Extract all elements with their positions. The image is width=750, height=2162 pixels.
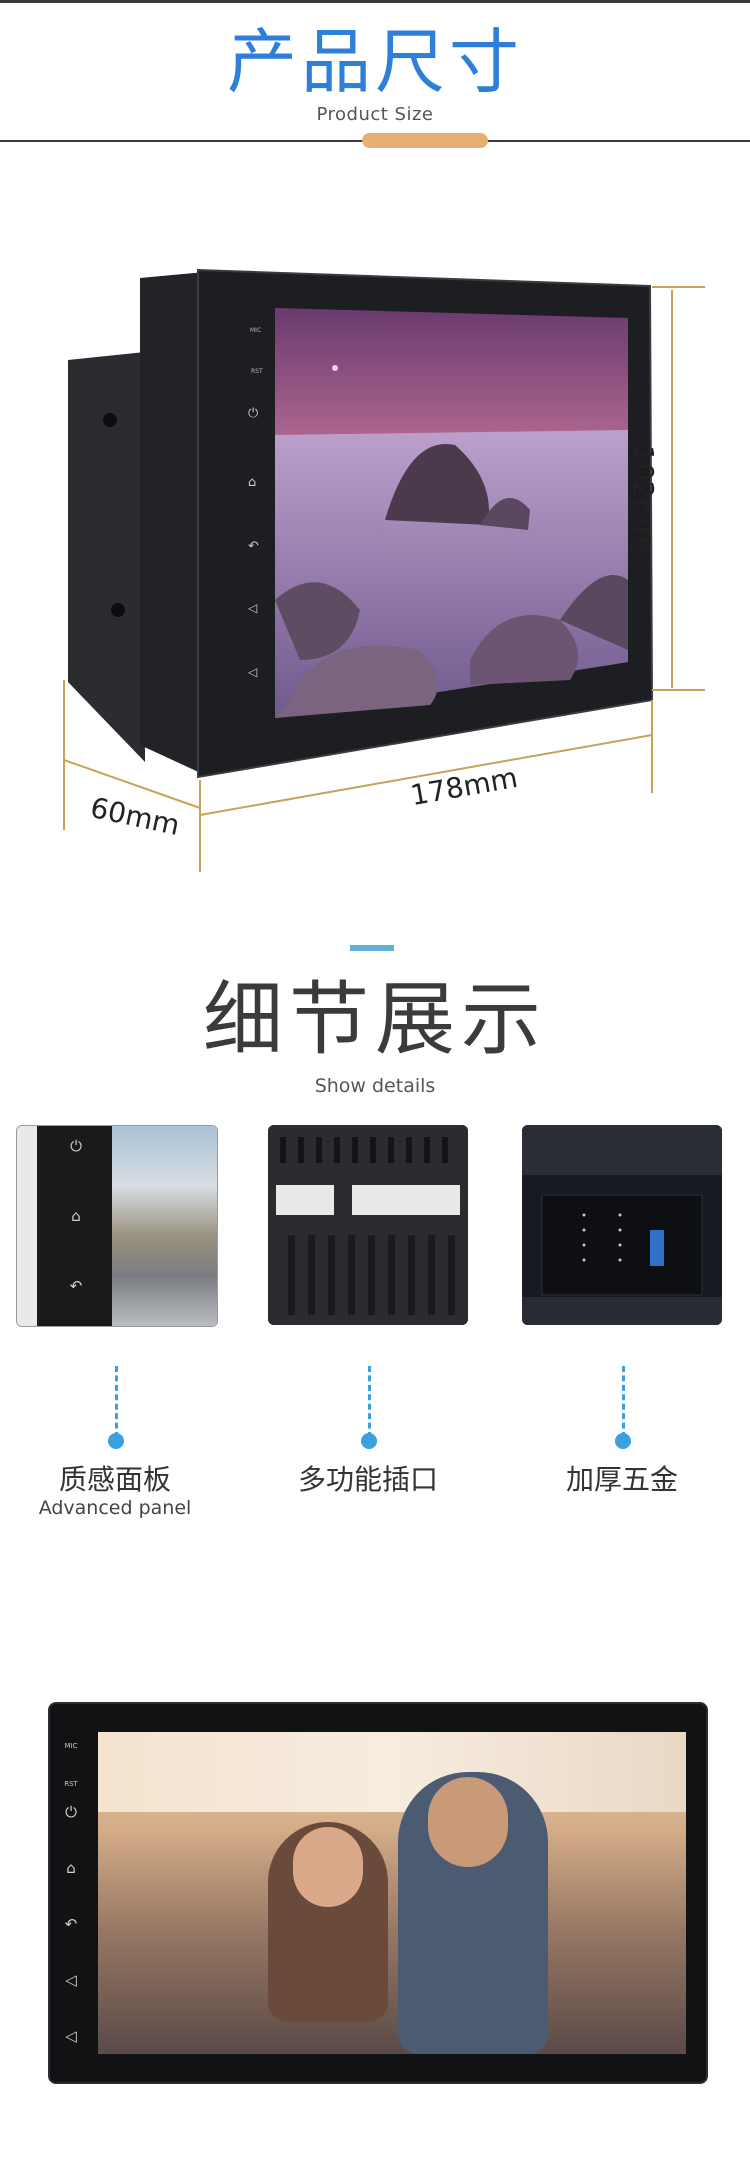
connector-dot (615, 1433, 631, 1449)
volume-down-icon: ◁ (247, 665, 257, 679)
screw-hole (103, 413, 117, 427)
mic-label: MIC (64, 1742, 78, 1750)
connector-port (352, 1185, 460, 1215)
volume-down-icon: ◁ (65, 2027, 77, 2045)
details-title-cn: 细节展示 (203, 973, 547, 1066)
height-dimension-label: 102mm (627, 445, 660, 553)
connector-line (622, 1366, 625, 1438)
back-icon: ↶ (64, 1915, 78, 1933)
connector-dot (361, 1433, 377, 1449)
power-icon: ⏻ (248, 406, 258, 421)
connector-line (368, 1366, 371, 1438)
home-icon: ⌂ (248, 475, 256, 490)
section-title-cn: 产品尺寸 (227, 21, 523, 103)
detail-thumb-ports (268, 1125, 468, 1325)
connector-dot (108, 1433, 124, 1449)
top-rule (0, 0, 750, 3)
detail-thumb-panel: ⏻ ⌂ ↶ ◁ (16, 1125, 218, 1327)
connector-line (115, 1366, 118, 1438)
detail-caption-panel: 质感面板 (58, 1463, 171, 1496)
section-title-en: Product Size (316, 104, 434, 125)
rst-label: RST (64, 1780, 78, 1788)
back-icon: ↶ (69, 1277, 83, 1295)
connector-port (276, 1185, 334, 1215)
detail-caption-ports: 多功能插口 (297, 1463, 438, 1496)
width-dimension-line (199, 734, 653, 816)
back-icon: ↶ (248, 539, 259, 554)
fuse (650, 1230, 664, 1266)
screen-display (98, 1732, 686, 2054)
mic-label: MIC (250, 327, 261, 334)
detail-caption-hardware: 加厚五金 (565, 1463, 678, 1496)
rst-label: RST (251, 368, 263, 375)
details-title-en: Show details (314, 1075, 436, 1097)
volume-up-icon: ◁ (65, 1971, 77, 1989)
screw-hole (111, 603, 125, 617)
power-icon: ⏻ (70, 1137, 82, 1155)
chassis-side (68, 352, 145, 762)
detail-thumb-hardware (522, 1125, 722, 1325)
home-icon: ⌂ (71, 1207, 81, 1225)
product-front-image: MIC RST ⏻ ⌂ ↶ ◁ ◁ (48, 1702, 708, 2084)
chassis-body (140, 272, 205, 775)
product-size-image: MIC RST ⏻ ⌂ ↶ ◁ ◁ (63, 268, 705, 872)
depth-dimension-line (63, 759, 201, 809)
volume-up-icon: ◁ (247, 601, 257, 615)
details-accent-bar (350, 945, 394, 951)
home-icon: ⌂ (66, 1859, 76, 1877)
header-accent-bar (362, 133, 488, 148)
detail-caption-panel-en: Advanced panel (38, 1497, 192, 1519)
power-icon: ⏻ (65, 1803, 77, 1821)
